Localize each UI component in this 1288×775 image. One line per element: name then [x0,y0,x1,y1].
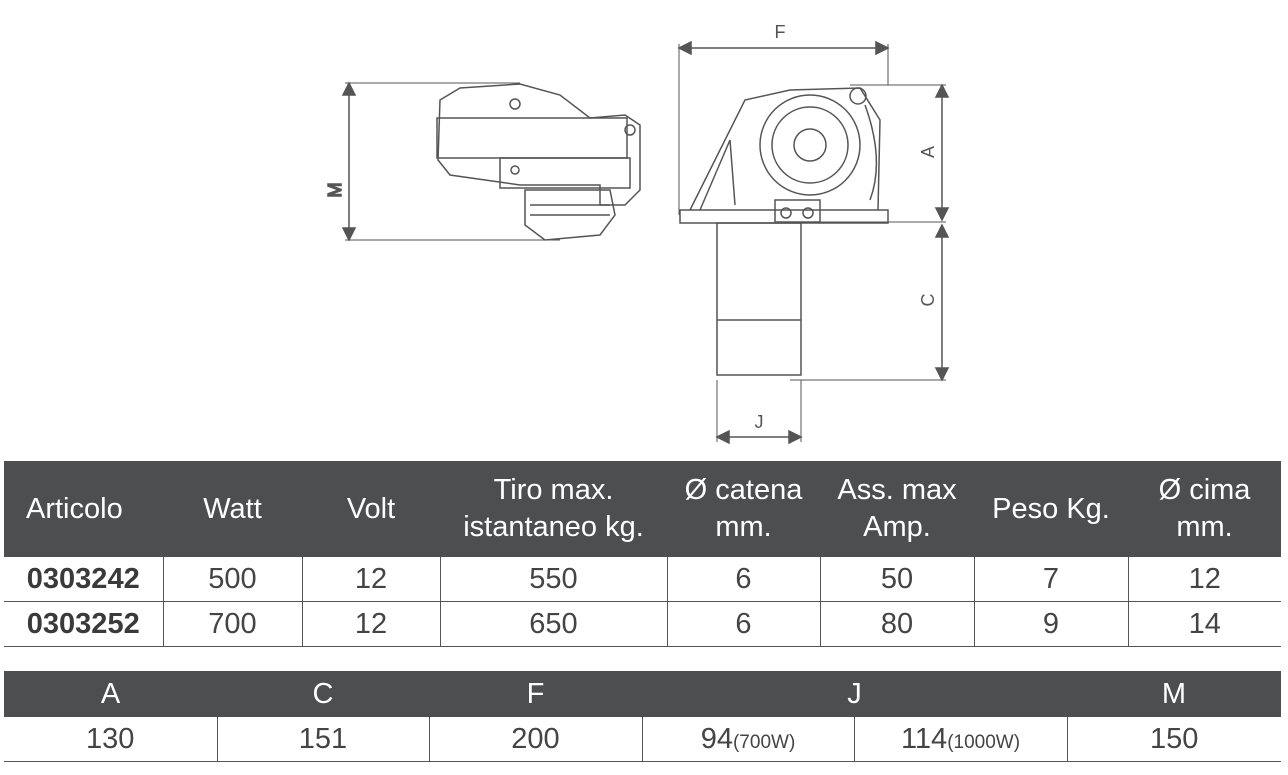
cell-f: 200 [428,717,643,762]
cell-watt: 500 [162,557,303,602]
cell-peso: 7 [973,557,1129,602]
cell-tiro-max: 650 [439,601,668,647]
header-tiro-max: Tiro max.istantaneo kg. [440,461,667,557]
specifications-table: Articolo Watt Volt Tiro max.istantaneo k… [4,461,1281,647]
cell-ass-max: 50 [819,557,975,602]
cell-catena: 6 [666,557,821,602]
dimensions-header-row: A C F J M [4,671,1281,717]
dimension-label-c: C [918,294,938,307]
cell-c: 151 [216,717,430,762]
top-view-drawing: M [324,81,641,242]
cell-watt: 700 [162,601,303,647]
dimensions-table: A C F J M 130 151 200 94(700W) 114(1000W… [4,671,1281,762]
header-peso: Peso Kg. [974,461,1128,557]
cell-j-1000w: 114(1000W) [853,717,1068,762]
table-row: 0303242 500 12 550 6 50 7 12 [4,557,1281,602]
dimension-label-f: F [775,22,786,42]
cell-tiro-max: 550 [439,557,668,602]
header-f: F [429,671,642,717]
header-watt: Watt [163,461,302,557]
cell-m: 150 [1066,717,1281,762]
table-row: 130 151 200 94(700W) 114(1000W) 150 [4,717,1281,762]
header-volt: Volt [302,461,440,557]
cell-cima: 12 [1127,557,1281,602]
cell-articolo: 0303242 [4,557,164,602]
table-row: 0303252 700 12 650 6 80 9 14 [4,601,1281,647]
cell-volt: 12 [301,557,441,602]
cell-volt: 12 [301,601,441,647]
dimension-label-a: A [918,146,938,158]
cell-peso: 9 [973,601,1129,647]
specs-header-row: Articolo Watt Volt Tiro max.istantaneo k… [4,461,1281,557]
cell-catena: 6 [666,601,821,647]
header-j: J [642,671,1067,717]
cell-ass-max: 80 [819,601,975,647]
cell-cima: 14 [1127,601,1281,647]
header-m: M [1067,671,1281,717]
windlass-technical-drawing: M F A C J [324,22,950,445]
header-articolo: Articolo [4,461,163,557]
side-view-drawing: F A C J [677,22,950,445]
cell-a: 130 [4,717,218,762]
dimension-label-j: J [755,412,764,432]
header-a: A [4,671,217,717]
cell-articolo: 0303252 [4,601,164,647]
cell-j-700w: 94(700W) [641,717,855,762]
header-c: C [217,671,429,717]
dimension-label-m: M [325,183,345,198]
